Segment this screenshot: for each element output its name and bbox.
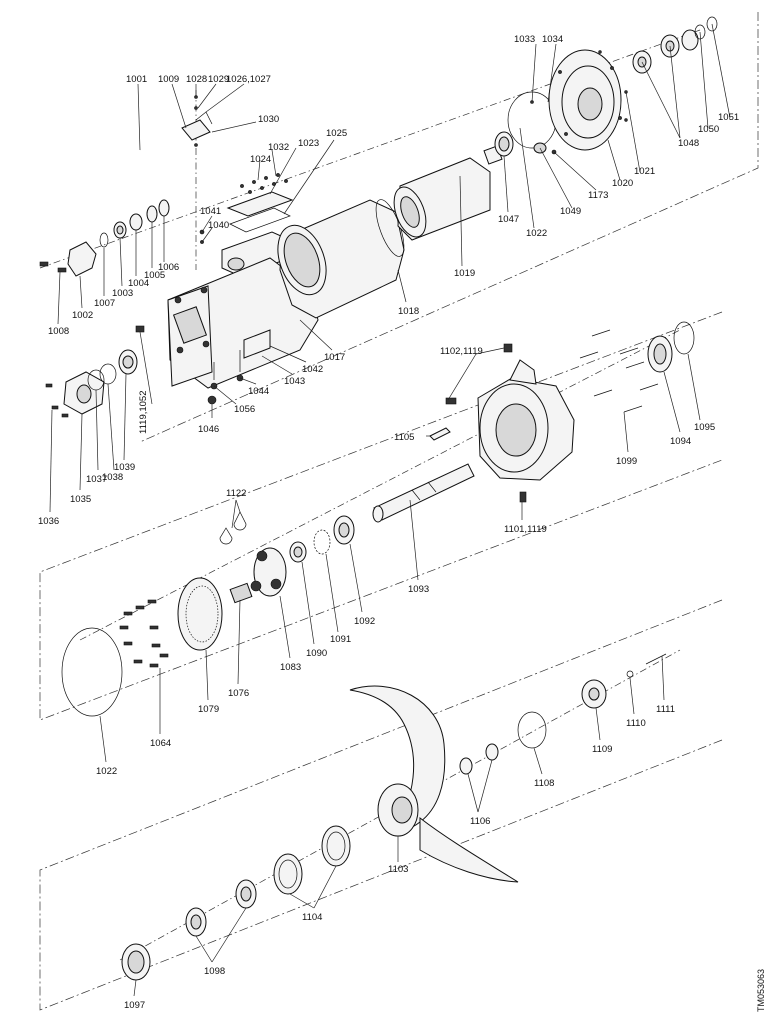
label-1049: 1049: [560, 206, 581, 217]
label-1097: 1097: [124, 1000, 145, 1011]
label-1006: 1006: [158, 262, 179, 273]
label-1092: 1092: [354, 616, 375, 627]
label-1030: 1030: [258, 114, 279, 125]
label-1099: 1099: [616, 456, 637, 467]
label-1001: 1001: [126, 74, 147, 85]
label-1095: 1095: [694, 422, 715, 433]
label-1034: 1034: [542, 34, 563, 45]
label-1018: 1018: [398, 306, 419, 317]
label-1021: 1021: [634, 166, 655, 177]
label-1111: 1111: [656, 704, 675, 715]
label-1026-1027: 1026,1027: [226, 74, 271, 85]
label-1037: 1037: [86, 474, 107, 485]
label-1091: 1091: [330, 634, 351, 645]
label-1020: 1020: [612, 178, 633, 189]
label-1048: 1048: [678, 138, 699, 149]
part-labels: 1001 1009 1028 1029 1026,1027 1030 1033 …: [38, 34, 739, 1011]
label-1044: 1044: [248, 386, 269, 397]
label-1035: 1035: [70, 494, 91, 505]
label-1042: 1042: [302, 364, 323, 375]
label-1119-1052: 1119,1052: [138, 391, 149, 435]
label-1056: 1056: [234, 404, 255, 415]
label-1076: 1076: [228, 688, 249, 699]
label-1103: 1103: [388, 864, 408, 875]
label-1022-top: 1022: [526, 228, 547, 239]
label-1108: 1108: [534, 778, 554, 789]
label-1098: 1098: [204, 966, 225, 977]
label-1039: 1039: [114, 462, 135, 473]
label-1004: 1004: [128, 278, 149, 289]
middle-section-parts: [61, 321, 695, 717]
label-1041: 1041: [200, 206, 221, 217]
label-1093: 1093: [408, 584, 429, 595]
label-1094: 1094: [670, 436, 691, 447]
label-1064: 1064: [150, 738, 171, 749]
label-1017: 1017: [324, 352, 345, 363]
document-id: TM053063: [756, 969, 766, 1012]
label-1009: 1009: [158, 74, 179, 85]
label-1051: 1051: [718, 112, 739, 123]
label-1083: 1083: [280, 662, 301, 673]
leader-lines: [49, 23, 731, 997]
label-1002: 1002: [72, 310, 93, 321]
label-1043: 1043: [284, 376, 305, 387]
cover-screws: [240, 173, 288, 194]
label-1110: 1110: [626, 718, 646, 729]
label-1104: 1104: [302, 912, 322, 923]
label-1036: 1036: [38, 516, 59, 527]
label-1008: 1008: [48, 326, 69, 337]
label-1038: 1038: [102, 472, 123, 483]
label-1022-mid: 1022: [96, 766, 117, 777]
label-1090: 1090: [306, 648, 327, 659]
label-1101-1119: 1101,1119: [504, 524, 547, 535]
label-1109: 1109: [592, 744, 612, 755]
label-1105: 1105: [394, 432, 414, 443]
label-1033: 1033: [514, 34, 535, 45]
bottom-section-parts: [121, 653, 667, 981]
label-1122: 1122: [226, 488, 246, 499]
label-1050: 1050: [698, 124, 719, 135]
label-1102-1119: 1102,1119: [440, 346, 483, 357]
label-1005: 1005: [144, 270, 165, 281]
top-section-parts: [39, 16, 718, 418]
label-1046: 1046: [198, 424, 219, 435]
label-1007: 1007: [94, 298, 115, 309]
label-1106: 1106: [470, 816, 490, 827]
label-1019: 1019: [454, 268, 475, 279]
label-1079: 1079: [198, 704, 219, 715]
housing-bolts: [579, 329, 659, 413]
label-1023: 1023: [298, 138, 319, 149]
label-1040: 1040: [208, 220, 229, 231]
label-1173: 1173: [588, 190, 608, 201]
axis-lines: [39, 29, 701, 961]
label-1025: 1025: [326, 128, 347, 139]
label-1003: 1003: [112, 288, 133, 299]
label-1024: 1024: [250, 154, 271, 165]
label-1047: 1047: [498, 214, 519, 225]
ring-gear-screws: [119, 599, 169, 668]
label-1029: 1029: [208, 74, 229, 85]
label-1032: 1032: [268, 142, 289, 153]
section-frames: [39, 12, 759, 1011]
label-1028: 1028: [186, 74, 207, 85]
